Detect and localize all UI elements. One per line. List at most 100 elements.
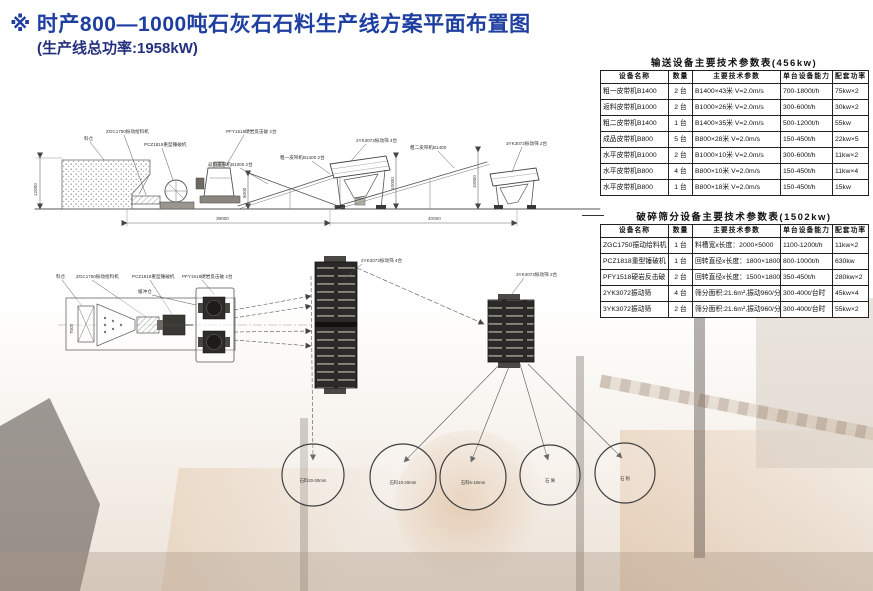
screen-foot — [335, 205, 345, 209]
flow-line — [519, 363, 550, 461]
table-cell: 回转直径x长度：1500×1800 — [692, 269, 781, 286]
funnel-dot — [111, 319, 115, 323]
screen-leg — [530, 179, 535, 210]
table-header-row: 设备名称 数量 主要技术参数 单台设备能力 配套功率 — [600, 70, 869, 84]
screen2-label-plan: 3YK3072振动筛 2台 — [516, 271, 558, 278]
screen2-plan — [487, 299, 535, 363]
leader-line — [61, 279, 83, 307]
table-cell: 150-450t/h — [780, 179, 833, 196]
silo-label: 料仓 — [84, 135, 94, 142]
table-cell: 55kw×2 — [832, 301, 869, 318]
elevation-view: 12000 料仓 ZGC1750振动给料机 PCZ1818重型锤破机 — [33, 128, 601, 227]
hammer-crusher-label: PCZ1818重型锤破机 — [144, 141, 187, 148]
hammer-crusher-label-plan: PCZ1818重型锤破机 — [132, 273, 175, 280]
table-cell: B1000×10米 V=2.0m/s — [692, 147, 781, 164]
silo-elevation — [61, 159, 151, 210]
dim-screen2-height: 10900 — [472, 175, 477, 188]
title-text: 时产800—1000吨石灰石石料生产线方案平面布置图 — [36, 13, 531, 36]
photo-ground-strip — [0, 552, 873, 591]
table-cell: B1400×43米 V=2.0m/s — [692, 83, 781, 100]
leader-line — [151, 294, 197, 306]
page-title: ※时产800—1000吨石灰石石料生产线方案平面布置图 — [10, 8, 531, 38]
screen-foot — [376, 205, 386, 209]
table-cell: B800×10米 V=2.0m/s — [692, 163, 781, 180]
stockpile-circle: 石料5-10mm — [439, 443, 507, 511]
funnel-dot — [119, 323, 123, 327]
stockpile-label: 石 屑 — [545, 478, 555, 484]
leader-line — [239, 167, 269, 185]
flow-line — [470, 363, 511, 463]
col-header: 数量 — [668, 70, 693, 84]
table-cell: B800×18米 V=2.0m/s — [692, 179, 781, 196]
leader-line — [201, 279, 215, 295]
table-cell: 粗一皮带机B1400 — [600, 83, 669, 100]
feeder-label: ZGC1750振动给料机 — [106, 128, 149, 135]
table-cell: B1000×26米 V=2.0m/s — [692, 99, 781, 116]
table-cell: 800-1000t/h — [780, 253, 833, 270]
leader-line — [311, 160, 331, 175]
screen-leg — [380, 169, 386, 210]
table-cell: 2 台 — [668, 99, 693, 116]
impact-crusher-plan — [198, 330, 230, 354]
screen2-hopper — [499, 183, 529, 205]
flow-line — [403, 363, 501, 463]
funnel-dot — [103, 316, 107, 320]
table-cell: 22kw×5 — [832, 131, 869, 148]
silo-plan — [77, 305, 95, 343]
table-cell: 55kw — [832, 115, 869, 132]
screen-foot — [494, 205, 503, 209]
screen-mesh — [332, 165, 390, 175]
crusher-motor — [195, 177, 205, 190]
feeder-plan — [136, 316, 160, 334]
photo-building — [756, 298, 873, 468]
table-cell: 30kw×2 — [832, 99, 869, 116]
col-header: 配套功率 — [832, 224, 869, 238]
flow-line — [233, 294, 312, 311]
feeder-label-plan: ZGC1750振动给料机 — [76, 273, 119, 280]
screen2-elevation — [489, 167, 540, 187]
table-cell: B1400×35米 V=2.0m/s — [692, 115, 781, 132]
return-belt-label: 返料皮带机B1000 2台 — [208, 161, 253, 168]
table-cell: 630kw — [832, 253, 869, 270]
table-header-row: 设备名称 数量 主要技术参数 单台设备能力 配套功率 — [600, 224, 869, 238]
col-header: 设备名称 — [600, 70, 669, 84]
table-cell: 150-450t/h — [780, 131, 833, 148]
screen1-label: 2YK3072振动筛 4台 — [356, 137, 398, 144]
table-cell: B800×28米 V=2.0m/s — [692, 131, 781, 148]
photo-post — [694, 300, 705, 558]
leader-line — [161, 147, 174, 181]
table-cell: 11kw×2 — [832, 147, 869, 164]
screen-foot — [527, 205, 536, 209]
impact-crusher-plan — [198, 296, 230, 320]
col-header: 主要技术参数 — [692, 70, 781, 84]
dim-span-right: 40000 — [428, 216, 441, 221]
funnel-dot — [103, 330, 107, 334]
table-cell: 700-1800t/h — [780, 83, 833, 100]
screen2-motor-tab — [498, 294, 520, 300]
buffer-bin-label: 缓冲仓 — [138, 288, 152, 295]
screen1-divider — [315, 322, 357, 327]
stockpile-label: 石料20-30mm — [300, 477, 327, 484]
dim-span-left: 39000 — [216, 216, 229, 221]
screen2-motor-tab — [498, 362, 520, 368]
screen-mesh — [331, 160, 389, 170]
leader-line — [349, 143, 367, 163]
feeder-elevation — [131, 195, 161, 205]
plan-view: 料仓 ZGC1750振动给料机 PCZ1818重型锤破机 PFY1518硬岩反击… — [56, 256, 656, 511]
dim-silo-width: 7000 — [69, 323, 74, 334]
belt-one-label: 粗一皮带机B1400 2台 — [280, 154, 325, 161]
screen1-label-plan: 2YK3072振动筛 4台 — [361, 257, 403, 264]
col-header: 单台设备能力 — [780, 70, 833, 84]
leader-line — [511, 146, 523, 173]
table2-leader-line — [582, 215, 604, 216]
